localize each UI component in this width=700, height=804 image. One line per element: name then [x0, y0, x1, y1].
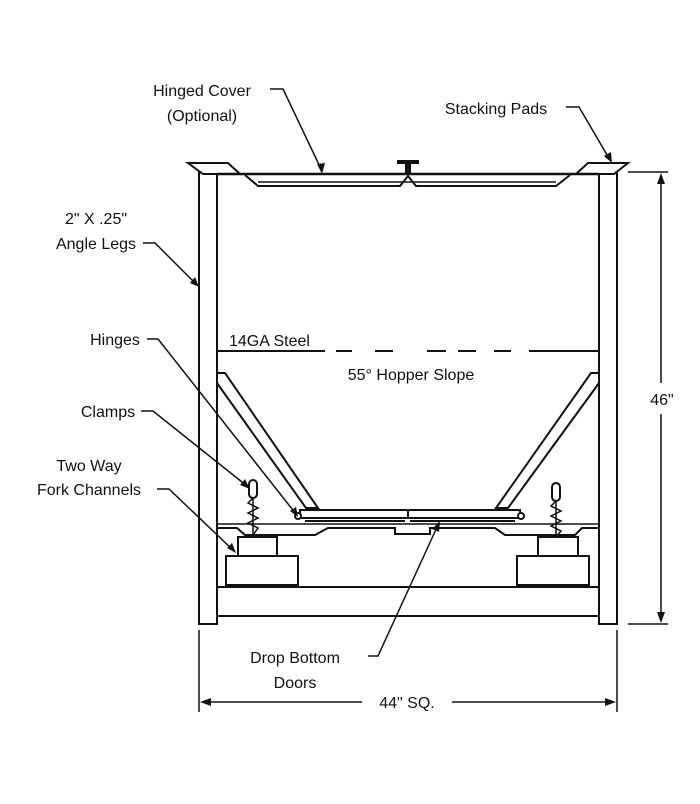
steel-gauge-label: 14GA Steel	[229, 333, 310, 350]
stacking-pads-label: Stacking Pads	[445, 101, 547, 118]
right-fork-channel	[516, 536, 590, 586]
drop-bottom-label: Drop Bottom	[250, 650, 340, 667]
fork-channels-type-label: Two Way	[56, 458, 121, 475]
width-dimension-label: 44" SQ.	[379, 695, 434, 712]
right-stacking-pad	[573, 162, 631, 175]
base-frame	[217, 527, 599, 617]
angle-legs-label: Angle Legs	[56, 236, 136, 253]
leader-hinged-cover	[270, 88, 325, 174]
leader-fork-channels	[157, 488, 236, 553]
left-stacking-pad	[184, 162, 243, 175]
angle-legs-size-label: 2" X .25"	[65, 211, 127, 228]
left-angle-leg	[198, 171, 218, 625]
right-clamp	[549, 482, 563, 538]
left-clamp	[246, 479, 260, 536]
leader-drop-bottom	[368, 521, 440, 657]
hinges-label: Hinges	[90, 332, 140, 349]
fork-channels-label: Fork Channels	[37, 482, 141, 499]
left-fork-channel	[225, 536, 299, 586]
leader-clamps	[141, 410, 250, 489]
height-dimension-label: 46"	[650, 392, 673, 409]
hinged-cover-label: Hinged Cover	[153, 83, 252, 100]
drop-bottom-doors-label: Doors	[274, 675, 317, 692]
width-dimension	[198, 630, 618, 712]
right-angle-leg	[598, 171, 618, 625]
hopper-body	[216, 350, 600, 509]
hopper-slope-label: 55° Hopper Slope	[348, 367, 475, 384]
clamps-label: Clamps	[81, 404, 135, 421]
leader-hinges	[147, 338, 298, 517]
hinged-cover-optional-label: (Optional)	[167, 108, 237, 125]
leader-stacking-pads	[566, 106, 612, 163]
leader-angle-legs	[143, 242, 199, 287]
hinged-cover	[217, 160, 599, 187]
height-dimension	[628, 171, 668, 625]
drop-bottom-doors	[217, 509, 599, 525]
